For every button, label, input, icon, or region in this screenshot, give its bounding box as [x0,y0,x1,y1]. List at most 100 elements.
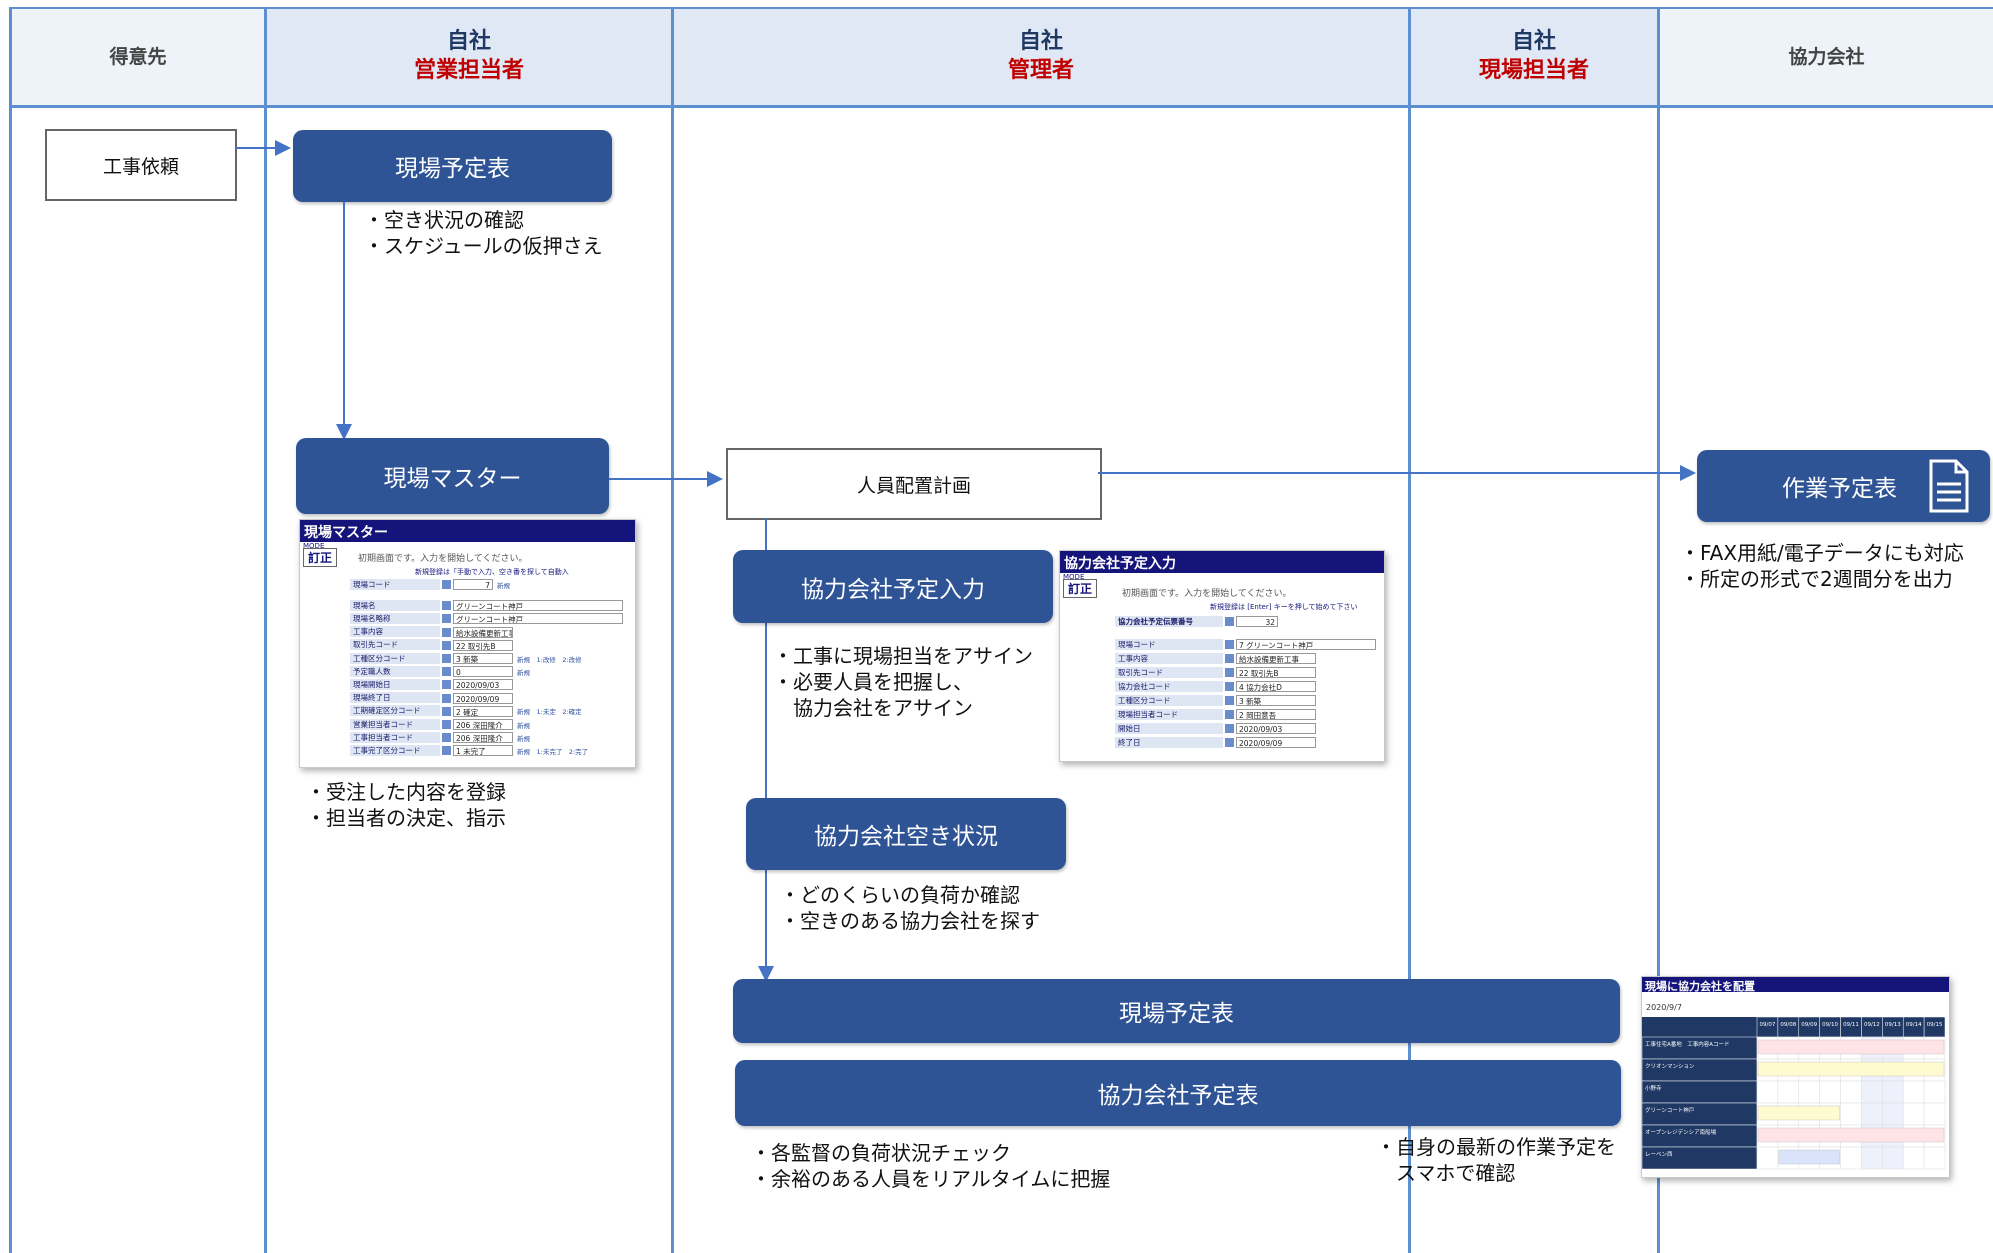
site-row-header [1642,1124,1758,1148]
grid-cell [1840,1102,1862,1126]
field-value: 2020/09/09 [1236,737,1316,748]
grid-cell [1756,1146,1779,1170]
lane-divider [671,7,674,1253]
notes-work-schedule: ・FAX用紙/電子データにも対応・所定の形式で2週間分を出力 [1680,540,1964,592]
day-header-label: 09/11 [1843,1022,1859,1028]
search-icon [442,746,451,756]
box-label: 協力会社予定表 [1097,1083,1259,1109]
search-icon [442,693,451,703]
notes-partner-schedule-input: ・工事に現場担当をアサイン・必要人員を把握し、 協力会社をアサイン [773,643,1033,721]
field-value: 1 未完了 [453,745,513,757]
search-icon [1225,682,1234,691]
grid-corner [1642,1017,1757,1037]
day-header-label: 09/08 [1780,1022,1796,1028]
lane-divider [1408,7,1411,1253]
search-icon [442,614,451,624]
field-label: 取引先コード [1115,666,1223,679]
screenshot-title: 協力会社予定入力 [1060,551,1384,573]
note-line: ・スケジュールの仮押さえ [364,234,603,258]
form-row: 工事内容給水設備更新工事 [1115,652,1316,665]
staff-allocation-plan-box: 人員配置計画 [726,448,1102,520]
lane-header-sales: 自社 営業担当者 [267,9,671,105]
site-master-box: 現場マスター [296,438,609,514]
form-row: 協力会社予定伝票番号 32 [1115,615,1278,628]
field-value: グリーンコート神戸 [453,600,623,612]
field-label: 終了日 [1115,736,1223,749]
field-label: 工期確定区分コード [350,705,440,718]
field-label: 現場終了日 [350,692,440,705]
field-value: 22 取引先B [453,639,513,651]
lane-divider [1657,7,1660,1253]
construction-request-box: 工事依頼 [45,129,237,201]
box-label: 現場マスター [383,466,522,492]
search-icon [1225,668,1234,677]
lane-role: 管理者 [1007,58,1074,83]
box-label: 作業予定表 [1782,476,1897,502]
field-value: 206 深田隆介 [453,719,513,730]
field-value: 206 深田隆介 [453,732,513,744]
search-icon [1225,617,1234,626]
note-line: ・空き状況の確認 [364,208,524,232]
note-line: ・受注した内容を登録 [306,780,506,804]
site-name: 工事住宅A番地 工事内容Aコード [1645,1040,1730,1048]
lane-divider [264,7,267,1253]
form-row: 工事担当者コード 206 深田隆介新規 [350,731,530,744]
field-note: 新規 [517,721,530,730]
field-label: 工事完了区分コード [350,744,440,757]
note-line: ・余裕のある人員をリアルタイムに把握 [751,1167,1111,1191]
notes-partner-availability: ・どのくらいの負荷か確認・空きのある協力会社を探す [780,882,1040,934]
site-name: グリーンコート神戸 [1645,1106,1695,1114]
field-note: 新規 [517,734,530,743]
field-value: 給水設備更新工事 [453,626,513,638]
day-header-label: 09/10 [1822,1022,1838,1028]
date-label: 2020/9/7 [1646,1003,1682,1012]
field-note: 新規 [517,668,530,677]
grid-cell [1777,1080,1800,1104]
lane-header-admin: 自社 管理者 [674,9,1408,105]
allocation-bar [1757,1039,1945,1055]
hint-text: 初期画面です。入力を開始してください。 [358,554,528,564]
field-label: 工事担当者コード [350,731,440,744]
note-line: ・空きのある協力会社を探す [780,909,1040,933]
field-value: 3 新築 [453,653,513,664]
day-header-label: 09/15 [1927,1022,1943,1028]
grid-cell [1840,1146,1862,1170]
search-icon [442,733,451,743]
mode-button: 訂正 [1063,579,1098,598]
field-value: 2 岡田意吾 [1236,709,1316,720]
grid-cell [1902,1080,1925,1104]
form-row: 現場名グリーンコート神戸 [350,599,623,612]
note-line: 協力会社をアサイン [773,696,973,720]
lane-divider [9,7,12,1253]
note-line: ・どのくらいの負荷か確認 [780,883,1020,907]
field-note: 新規 [497,581,510,590]
grid-cell [1902,1102,1925,1126]
partner-schedule-input-box: 協力会社予定入力 [733,550,1053,623]
note-line: ・所定の形式で2週間分を出力 [1680,567,1953,591]
search-icon [442,580,451,589]
screenshot-title: 現場に協力会社を配置 [1642,977,1949,993]
lane-header-site: 自社 現場担当者 [1411,9,1657,105]
field-note: 新規 1:改修 2:改修 [517,655,582,664]
field-label: 現場コード [350,578,440,591]
lane-title: 協力会社 [1788,45,1865,68]
field-value: 4 協力会社D [1236,681,1316,692]
arrowhead [275,140,291,156]
lane-header-customer: 得意先 [12,9,264,105]
field-value: 22 取引先B [1236,667,1316,678]
arrowhead [758,966,774,982]
mode-label: MODE [1063,573,1085,581]
day-header-label: 09/07 [1760,1022,1776,1028]
allocation-bar [1757,1061,1945,1077]
search-icon [442,667,451,677]
search-icon [442,601,451,611]
arrow-line [235,147,275,149]
grid-cell [1840,1080,1862,1104]
